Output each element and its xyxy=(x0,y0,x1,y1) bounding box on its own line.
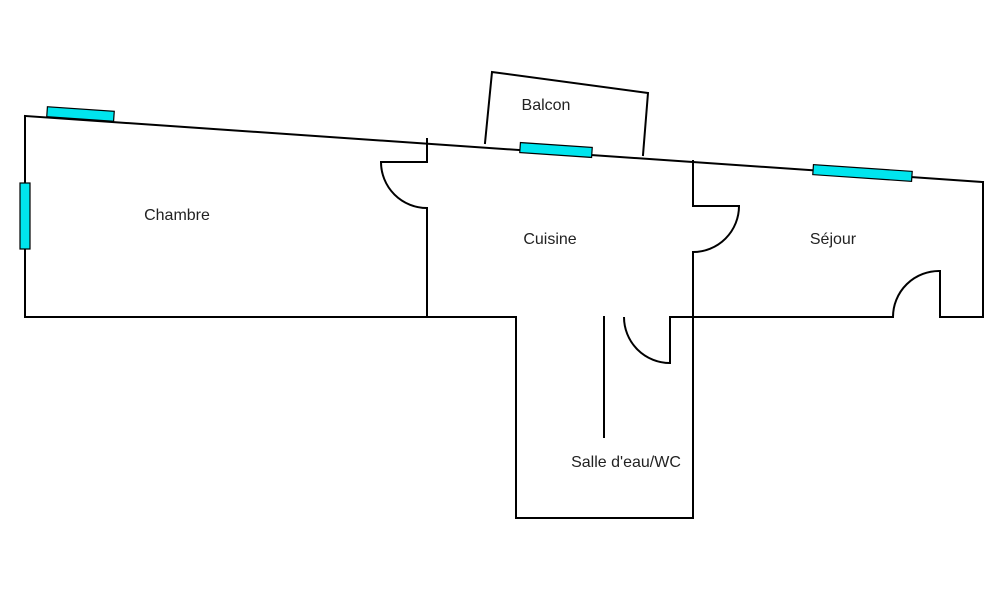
salle-outer-wall xyxy=(515,316,694,519)
window-chambre-top xyxy=(46,106,115,122)
room-label-salle: Salle d'eau/WC xyxy=(571,454,681,471)
room-label-balcon: Balcon xyxy=(522,97,571,114)
window-cuisine-top xyxy=(519,141,593,159)
windows xyxy=(19,106,913,250)
sejour-entrance-door xyxy=(892,269,941,318)
chambre-door-arc xyxy=(380,161,428,209)
window-sejour-top xyxy=(812,164,913,182)
left-bottom-exterior-wall xyxy=(24,115,517,318)
salle-door-arc xyxy=(623,316,671,364)
room-label-chambre: Chambre xyxy=(144,207,210,224)
sejour-door-arc xyxy=(692,205,740,253)
right-exterior-wall xyxy=(939,181,984,318)
balcony xyxy=(483,70,650,157)
room-label-sejour: Séjour xyxy=(810,231,857,248)
room-label-cuisine: Cuisine xyxy=(523,231,576,248)
window-chambre-left xyxy=(19,182,31,250)
balcony-wall xyxy=(483,70,650,157)
